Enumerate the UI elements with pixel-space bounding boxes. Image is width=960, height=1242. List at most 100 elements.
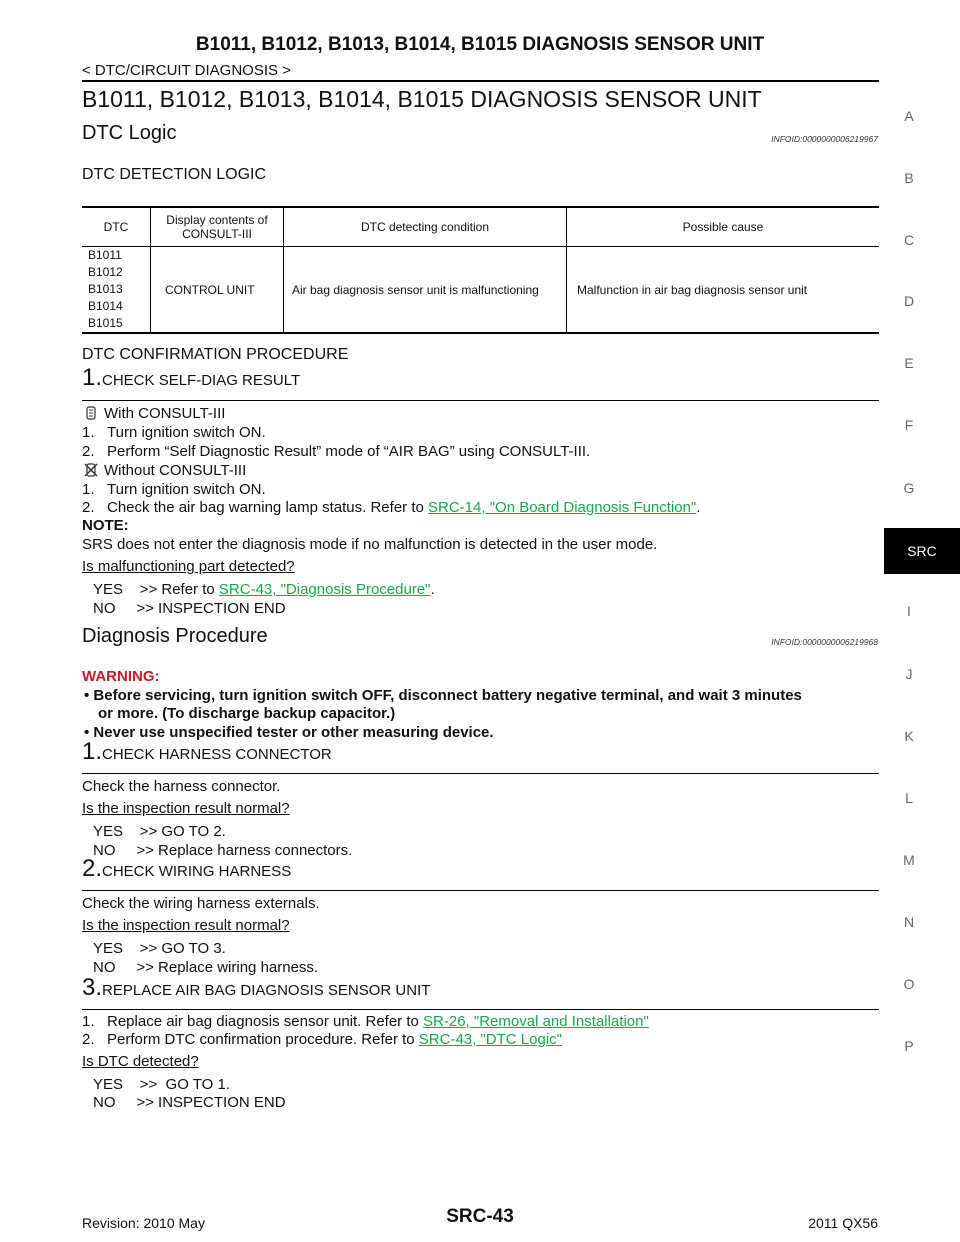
step-divider (82, 890, 879, 891)
page-header-title: B1011, B1012, B1013, B1014, B1015 DIAGNO… (195, 34, 765, 55)
without-step-2-end: . (696, 499, 701, 516)
diagnosis-step-3: 3. REPLACE AIR BAG DIAGNOSIS SENSOR UNIT (82, 974, 430, 1002)
step-divider (82, 400, 879, 401)
index-tab-o[interactable]: O (903, 976, 915, 992)
step-divider (82, 1009, 879, 1010)
page-title: B1011, B1012, B1013, B1014, B1015 DIAGNO… (82, 86, 762, 112)
index-tab-a[interactable]: A (904, 108, 914, 124)
dtc-logic-title: DTC Logic (82, 122, 177, 144)
page-number: SRC-43 (446, 1206, 514, 1227)
index-tab-l[interactable]: L (905, 790, 913, 806)
dtc-logic-infoid: INFOID:0000000006219967 (771, 134, 878, 144)
step1-no: NO >> Replace harness connectors. (93, 842, 353, 859)
detecting-condition-cell: Air bag diagnosis sensor unit is malfunc… (283, 246, 567, 334)
revision-text: Revision: 2010 May (82, 1215, 205, 1231)
warning-item-2-text: Never use unspecified tester or other me… (93, 724, 494, 741)
display-contents-cell: CONTROL UNIT (150, 246, 284, 334)
dtc-code: B1011 (88, 248, 122, 262)
step-divider (82, 773, 879, 774)
index-tab-f[interactable]: F (904, 417, 914, 433)
step-number: 1. (82, 364, 103, 391)
step1-question: Is the inspection result normal? (82, 800, 290, 817)
warning-item-2: • Never use unspecified tester or other … (84, 724, 494, 741)
dtc-detection-logic-title: DTC DETECTION LOGIC (82, 166, 267, 183)
without-step-1: 1. Turn ignition switch ON. (82, 481, 266, 498)
warning-item-1: • Before servicing, turn ignition switch… (84, 687, 802, 704)
index-tab-d[interactable]: D (903, 293, 915, 309)
with-step-1: 1. Turn ignition switch ON. (82, 424, 266, 441)
header-divider (82, 80, 879, 82)
warning-item-1-cont: or more. (To discharge backup capacitor.… (98, 705, 396, 722)
with-step-2: 2. Perform “Self Diagnostic Result” mode… (82, 443, 591, 460)
index-tab-c[interactable]: C (903, 232, 915, 248)
diagnosis-infoid: INFOID:0000000006219968 (771, 637, 878, 647)
step2-question: Is the inspection result normal? (82, 917, 290, 934)
step3-item-2: 2. Perform DTC confirmation procedure. R… (82, 1031, 562, 1048)
index-tab-g[interactable]: G (903, 480, 915, 496)
step3-item-2-text: 2. Perform DTC confirmation procedure. R… (82, 1031, 419, 1048)
breadcrumb: < DTC/CIRCUIT DIAGNOSIS > (82, 62, 291, 79)
step-number: 3. (82, 974, 103, 1001)
dtc-code: B1012 (88, 265, 123, 279)
confirmation-yes-end: . (430, 581, 435, 598)
removal-installation-link[interactable]: SR-26, "Removal and Installation" (423, 1013, 649, 1030)
index-tab-b[interactable]: B (904, 170, 914, 186)
warning-item-1-text: Before servicing, turn ignition switch O… (93, 687, 802, 704)
note-label: NOTE: (82, 517, 129, 534)
note-text: SRS does not enter the diagnosis mode if… (82, 536, 658, 553)
confirmation-yes-text: YES >> Refer to (93, 581, 219, 598)
step2-yes: YES >> GO TO 3. (93, 940, 226, 957)
index-tab-i[interactable]: I (907, 603, 911, 619)
without-step-2-text: 2. Check the air bag warning lamp status… (82, 499, 429, 516)
with-consult-line: With CONSULT-III (84, 405, 225, 422)
dtc-table-header: Possible cause (566, 206, 879, 247)
bullet-icon: • (84, 724, 94, 741)
confirmation-yes: YES >> Refer to SRC-43, "Diagnosis Proce… (93, 581, 435, 598)
confirmation-question: Is malfunctioning part detected? (82, 558, 295, 575)
table-row: B1011 B1012 B1013 B1014 B1015 CONTROL UN… (82, 246, 879, 334)
step2-no: NO >> Replace wiring harness. (93, 959, 319, 976)
dtc-table-header: Display contents of CONSULT-III (150, 206, 284, 247)
without-step-2: 2. Check the air bag warning lamp status… (82, 499, 700, 516)
step-number: 2. (82, 855, 103, 882)
step-label: CHECK HARNESS CONNECTOR (102, 746, 332, 763)
dtc-codes-cell: B1011 B1012 B1013 B1014 B1015 (82, 246, 151, 334)
index-tab-e[interactable]: E (904, 355, 914, 371)
step3-no: NO >> INSPECTION END (93, 1094, 286, 1111)
dtc-logic-link[interactable]: SRC-43, "DTC Logic" (418, 1031, 562, 1048)
dtc-confirmation-title: DTC CONFIRMATION PROCEDURE (82, 346, 349, 363)
index-tab-n[interactable]: N (903, 914, 915, 930)
step-label: CHECK WIRING HARNESS (102, 863, 292, 880)
diagnosis-procedure-title: Diagnosis Procedure (82, 625, 268, 647)
confirmation-step-1: 1. CHECK SELF-DIAG RESULT (82, 364, 300, 392)
diagnosis-procedure-link[interactable]: SRC-43, "Diagnosis Procedure" (218, 581, 431, 598)
step3-yes: YES >> GO TO 1. (93, 1076, 231, 1093)
consult-icon (84, 406, 98, 420)
warning-label: WARNING: (82, 668, 160, 685)
step3-item-1-text: 1. Replace air bag diagnosis sensor unit… (82, 1013, 424, 1030)
step3-question: Is DTC detected? (82, 1053, 199, 1070)
step1-yes: YES >> GO TO 2. (93, 823, 226, 840)
confirmation-no: NO >> INSPECTION END (93, 600, 286, 617)
without-consult-label: Without CONSULT-III (104, 462, 247, 479)
index-tab-src-active[interactable]: SRC (884, 528, 960, 574)
index-tab-m[interactable]: M (903, 852, 915, 868)
without-consult-line: Without CONSULT-III (84, 462, 246, 479)
step1-text: Check the harness connector. (82, 778, 281, 795)
on-board-diagnosis-link[interactable]: SRC-14, "On Board Diagnosis Function" (428, 499, 697, 516)
possible-cause-cell: Malfunction in air bag diagnosis sensor … (566, 246, 879, 334)
index-tab-k[interactable]: K (904, 728, 914, 744)
index-tab-p[interactable]: P (904, 1038, 914, 1054)
dtc-table-header: DTC (82, 206, 151, 247)
diagnosis-step-1: 1. CHECK HARNESS CONNECTOR (82, 738, 332, 766)
step3-item-1: 1. Replace air bag diagnosis sensor unit… (82, 1013, 649, 1030)
dtc-table: DTC Display contents of CONSULT-III DTC … (82, 206, 879, 334)
index-tab-j[interactable]: J (905, 666, 913, 682)
dtc-code: B1013 (88, 282, 123, 296)
model-year: 2011 QX56 (808, 1215, 878, 1231)
bullet-icon: • (84, 687, 94, 704)
step-label: REPLACE AIR BAG DIAGNOSIS SENSOR UNIT (102, 982, 431, 999)
dtc-table-header: DTC detecting condition (283, 206, 567, 247)
dtc-table-header-row: DTC Display contents of CONSULT-III DTC … (82, 206, 879, 247)
no-consult-icon (84, 463, 98, 477)
